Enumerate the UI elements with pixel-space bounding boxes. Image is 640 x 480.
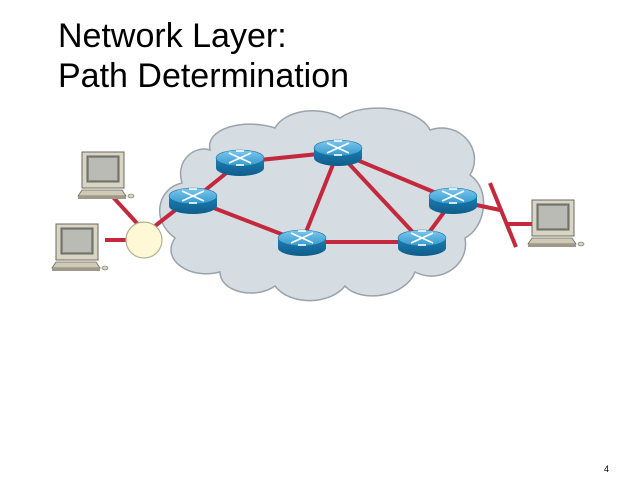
router-left: [168, 187, 218, 214]
router-bottom-right: [397, 229, 447, 256]
link-top-bottomright: [336, 150, 424, 244]
router-right: [428, 187, 478, 214]
router-top-left: [215, 149, 265, 176]
router-arrows-icon: [326, 140, 350, 156]
router-arrows-icon: [410, 230, 434, 246]
computer-right: [527, 199, 585, 247]
title-line-1: Network Layer:: [58, 17, 287, 55]
slide-title: Network Layer: Path Determination: [58, 16, 349, 96]
router-arrows-icon: [228, 150, 252, 166]
router-bottom-left: [277, 229, 327, 256]
hub: [125, 221, 163, 259]
router-arrows-icon: [290, 230, 314, 246]
router-top: [313, 139, 363, 166]
link-hub-to-router-left: [153, 206, 180, 228]
slide-number: 4: [604, 464, 610, 474]
ethernet-segment: [488, 182, 518, 248]
router-arrows-icon: [441, 188, 465, 204]
computer-top-left: [77, 151, 135, 199]
title-line-2: Path Determination: [58, 57, 350, 95]
link-top-bottomleft: [300, 151, 340, 243]
computer-bottom-left: [51, 223, 109, 271]
router-arrows-icon: [181, 188, 205, 204]
